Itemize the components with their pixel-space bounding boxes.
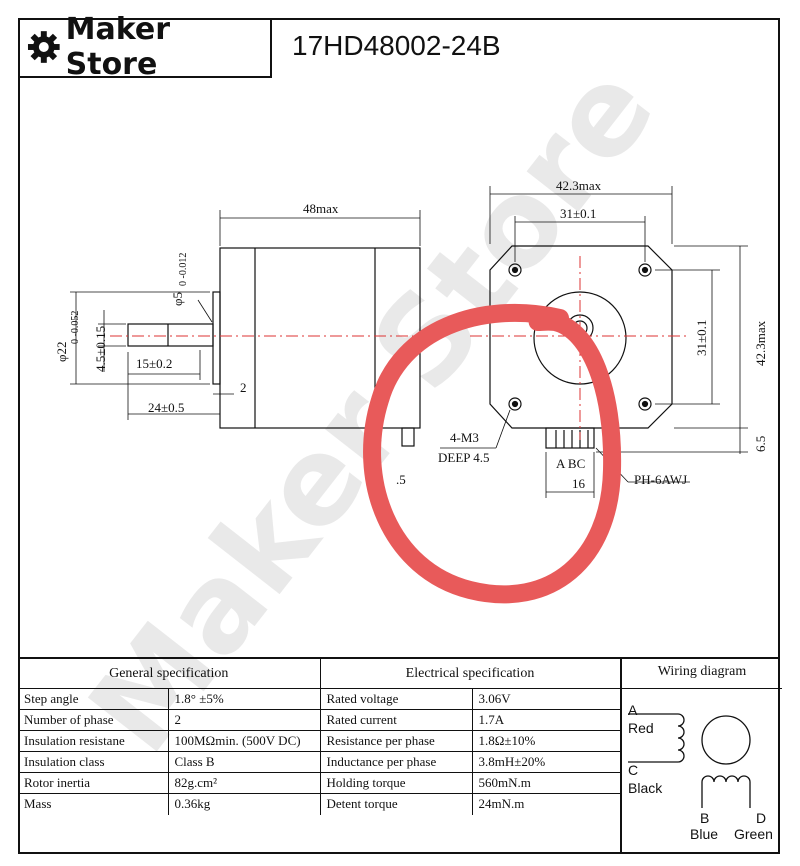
dim-boss-tol: 0 -0.052: [70, 311, 81, 344]
wire-green-label: Green: [734, 826, 773, 842]
holding-torque-value: 560mN.m: [471, 772, 621, 794]
table-row: Rotor inertia 82g.cm² Holding torque 560…: [18, 772, 621, 794]
wire-c-label: C: [628, 762, 639, 778]
dim-screw: 4-M3: [450, 430, 479, 445]
front-view: [440, 186, 748, 498]
rated-current-value: 1.7A: [471, 709, 621, 731]
dim-shaft-len: 24±0.5: [148, 400, 184, 415]
rotor-inertia-label: Rotor inertia: [18, 772, 169, 794]
highlight-circle: [363, 303, 622, 604]
dim-hole-spacing: 31±0.1: [560, 206, 596, 221]
spec-table: General specification Electrical specifi…: [18, 658, 621, 815]
insulation-resistance-value: 100MΩmin. (500V DC): [167, 730, 321, 752]
wire-a-label: A: [628, 702, 638, 718]
step-angle-label: Step angle: [18, 688, 169, 710]
dim-pins: A BC: [556, 456, 585, 471]
wire-d-label: D: [756, 810, 767, 826]
table-row: Insulation resistane 100MΩmin. (500V DC)…: [18, 730, 621, 752]
table-row: Number of phase 2 Rated current 1.7A: [18, 709, 621, 731]
rated-current-label: Rated current: [319, 709, 473, 731]
rated-voltage-label: Rated voltage: [319, 688, 473, 710]
wire-blue-label: Blue: [690, 826, 719, 842]
dim-shaft-dia: φ5: [170, 292, 185, 306]
wiring-title: Wiring diagram: [657, 664, 747, 679]
dim-connector: PH-6AWJ: [634, 472, 687, 487]
detent-torque-value: 24mN.m: [471, 793, 621, 815]
dim-connector-width: 16: [572, 476, 586, 491]
dim-depth: DEEP 4.5: [438, 450, 490, 465]
holding-torque-label: Holding torque: [319, 772, 473, 794]
wire-red-label: Red: [628, 720, 654, 736]
mass-value: 0.36kg: [167, 793, 321, 815]
brand-name: Maker Store: [65, 12, 171, 82]
wire-b-label: B: [700, 810, 710, 826]
wiring-divider: [622, 688, 782, 689]
electrical-spec-title: Electrical specification: [319, 658, 621, 689]
dim-boss-dia: φ22: [54, 341, 69, 362]
inductance-per-phase-label: Inductance per phase: [319, 751, 473, 773]
general-spec-title: General specification: [18, 658, 321, 689]
dim-connector-offset: 6.5: [753, 436, 768, 452]
insulation-class-label: Insulation class: [18, 751, 169, 773]
number-of-phase-label: Number of phase: [18, 709, 169, 731]
dim-flat: 4.5±0.15: [93, 326, 108, 372]
inductance-per-phase-value: 3.8mH±20%: [471, 751, 621, 773]
mass-label: Mass: [18, 793, 169, 815]
step-angle-value: 1.8° ±5%: [167, 688, 321, 710]
dim-side-spacing: 31±0.1: [694, 320, 709, 356]
outer-frame: [18, 18, 780, 854]
table-row: Step angle 1.8° ±5% Rated voltage 3.06V: [18, 688, 621, 710]
detent-torque-label: Detent torque: [319, 793, 473, 815]
resistance-per-phase-value: 1.8Ω±10%: [471, 730, 621, 752]
spec-header-row: General specification Electrical specifi…: [18, 658, 621, 689]
wiring-diagram: Wiring diagram A Red C Black B D Blue Gr…: [620, 658, 782, 854]
rated-voltage-value: 3.06V: [471, 688, 621, 710]
rotor-inertia-value: 82g.cm²: [167, 772, 321, 794]
dim-shaft-flat-len: 15±0.2: [136, 356, 172, 371]
number-of-phase-value: 2: [167, 709, 321, 731]
dim-shaft-tol: 0 -0.012: [178, 253, 189, 286]
table-row: Insulation class Class B Inductance per …: [18, 751, 621, 773]
side-view: [70, 210, 430, 447]
wire-black-label: Black: [628, 780, 663, 796]
title-block: Maker Store 17HD48002-24B: [18, 12, 780, 82]
dim-face-max: 42.3max: [556, 178, 602, 193]
dim-boss-height: 2: [240, 380, 247, 395]
dim-side-max: 42.3max: [753, 320, 768, 366]
brand-logo: Maker Store: [18, 12, 272, 82]
insulation-class-value: Class B: [167, 751, 321, 773]
dim-partial: .5: [396, 472, 406, 487]
model-number: 17HD48002-24B: [292, 30, 501, 61]
table-row: Mass 0.36kg Detent torque 24mN.m: [18, 793, 621, 815]
resistance-per-phase-label: Resistance per phase: [319, 730, 473, 752]
insulation-resistance-label: Insulation resistane: [18, 730, 169, 752]
wiring-schematic: [628, 713, 751, 808]
dim-length-max: 48max: [303, 201, 339, 216]
gear-icon: [27, 31, 60, 63]
table-top-rule: [18, 657, 780, 659]
